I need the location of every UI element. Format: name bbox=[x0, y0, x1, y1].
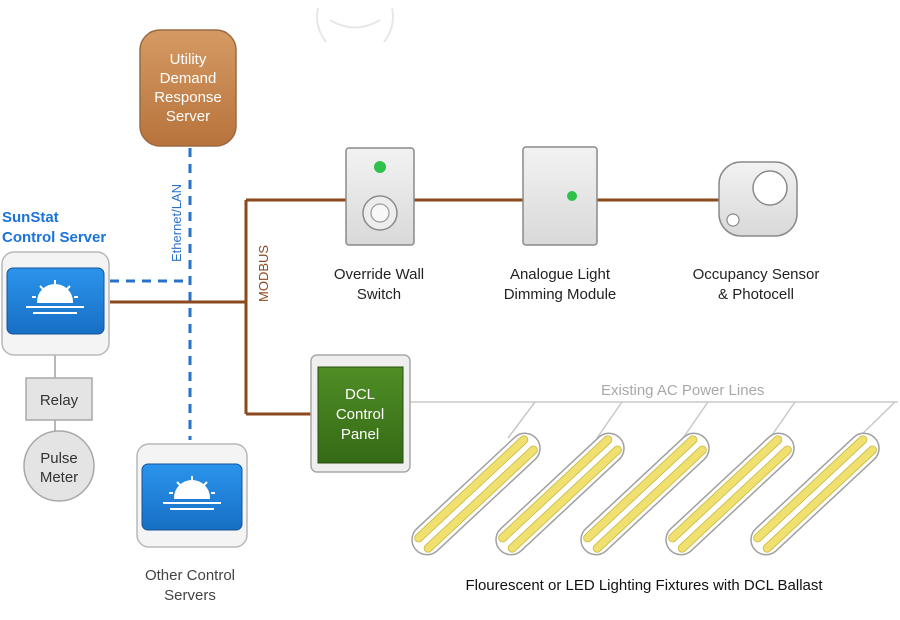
override-switch-label-2: Switch bbox=[357, 286, 401, 303]
other-control-server bbox=[136, 443, 248, 548]
dimming-module-label-2: Dimming Module bbox=[504, 286, 617, 303]
sun-icon bbox=[163, 476, 221, 510]
faded-top-icon bbox=[316, 7, 394, 43]
utility-server-label-1: Utility bbox=[170, 51, 207, 68]
lighting-fixture bbox=[750, 432, 880, 556]
utility-server-label-3: Response bbox=[154, 89, 222, 106]
relay-label: Relay bbox=[40, 392, 79, 409]
occupancy-sensor-label-2: & Photocell bbox=[718, 286, 794, 303]
utility-demand-response-server: Utility Demand Response Server bbox=[139, 29, 237, 147]
other-servers-label-2: Servers bbox=[164, 587, 216, 604]
pulse-meter-label-2: Meter bbox=[40, 469, 78, 486]
dimming-module-label-1: Analogue Light bbox=[510, 266, 611, 283]
lighting-fixture bbox=[411, 432, 541, 556]
ethernet-link bbox=[110, 148, 192, 440]
sunstat-control-server bbox=[1, 251, 110, 356]
lighting-fixture bbox=[495, 432, 625, 556]
occupancy-sensor-label-1: Occupancy Sensor bbox=[693, 266, 820, 283]
ac-power-lines bbox=[410, 401, 898, 439]
utility-server-label-4: Server bbox=[166, 108, 210, 125]
lighting-fixture bbox=[580, 432, 710, 556]
push-button-icon bbox=[362, 195, 398, 231]
dcl-panel-label-2: Control bbox=[336, 406, 384, 423]
led-indicator-icon bbox=[374, 161, 386, 173]
ethernet-label: Ethernet/LAN bbox=[169, 184, 184, 262]
sun-icon bbox=[26, 280, 84, 314]
override-switch-label-1: Override Wall bbox=[334, 266, 424, 283]
sunstat-title-2: Control Server bbox=[2, 229, 106, 246]
lighting-fixtures bbox=[411, 432, 880, 556]
pulse-meter-label-1: Pulse bbox=[40, 450, 78, 467]
modbus-label: MODBUS bbox=[256, 245, 271, 302]
photocell-icon bbox=[726, 213, 740, 227]
dimming-module bbox=[522, 146, 598, 246]
lighting-fixture bbox=[665, 432, 795, 556]
pulse-meter: Pulse Meter bbox=[23, 430, 95, 502]
utility-server-label-2: Demand bbox=[160, 70, 217, 87]
dcl-panel-label-3: Panel bbox=[341, 426, 379, 443]
dcl-panel-label-1: DCL bbox=[345, 386, 375, 403]
override-wall-switch bbox=[345, 147, 415, 246]
led-indicator-icon bbox=[567, 191, 577, 201]
dcl-control-panel: DCL Control Panel bbox=[310, 354, 411, 473]
other-servers-label-1: Other Control bbox=[145, 567, 235, 584]
sensor-lens-icon bbox=[752, 170, 788, 206]
ac-power-lines-label: Existing AC Power Lines bbox=[601, 382, 764, 399]
relay-box: Relay bbox=[25, 377, 93, 421]
modbus-bus bbox=[110, 198, 721, 416]
sunstat-title-1: SunStat bbox=[2, 209, 59, 226]
fixtures-caption: Flourescent or LED Lighting Fixtures wit… bbox=[465, 577, 823, 594]
occupancy-sensor bbox=[718, 161, 798, 237]
